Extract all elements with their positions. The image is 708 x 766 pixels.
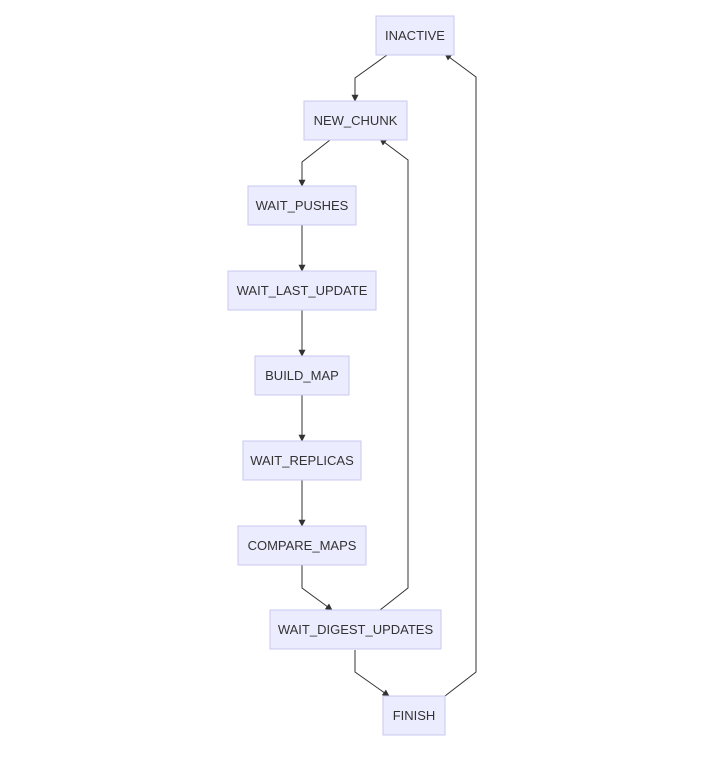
edge-wait-digest-updates-to-new-chunk <box>379 138 409 611</box>
edge-wait-digest-updates-to-finish <box>354 650 390 697</box>
node-label: INACTIVE <box>385 28 445 43</box>
node-label: COMPARE_MAPS <box>248 538 357 553</box>
node-label: WAIT_LAST_UPDATE <box>237 283 368 298</box>
node-wait-last-update[interactable]: WAIT_LAST_UPDATE <box>227 270 377 311</box>
edges <box>298 53 477 697</box>
node-label: FINISH <box>393 708 436 723</box>
node-wait-pushes[interactable]: WAIT_PUSHES <box>247 185 357 226</box>
nodes: INACTIVE NEW_CHUNK WAIT_PUSHES WAIT_LAST… <box>227 15 455 736</box>
edge-new-chunk-to-wait-pushes <box>298 139 331 187</box>
node-wait-digest-updates[interactable]: WAIT_DIGEST_UPDATES <box>269 609 442 650</box>
node-wait-replicas[interactable]: WAIT_REPLICAS <box>242 440 362 481</box>
node-label: WAIT_PUSHES <box>256 198 349 213</box>
node-label: WAIT_REPLICAS <box>250 453 354 468</box>
node-compare-maps[interactable]: COMPARE_MAPS <box>237 525 367 566</box>
node-build-map[interactable]: BUILD_MAP <box>254 355 350 396</box>
edge-compare-maps-to-wait-digest-updates <box>301 565 333 611</box>
node-new-chunk[interactable]: NEW_CHUNK <box>303 100 408 141</box>
node-label: NEW_CHUNK <box>314 113 398 128</box>
node-finish[interactable]: FINISH <box>382 695 446 736</box>
node-inactive[interactable]: INACTIVE <box>375 15 455 56</box>
node-label: BUILD_MAP <box>265 368 339 383</box>
node-label: WAIT_DIGEST_UPDATES <box>278 622 434 637</box>
edge-inactive-to-new-chunk <box>351 54 388 102</box>
edge-finish-to-inactive <box>444 53 477 697</box>
